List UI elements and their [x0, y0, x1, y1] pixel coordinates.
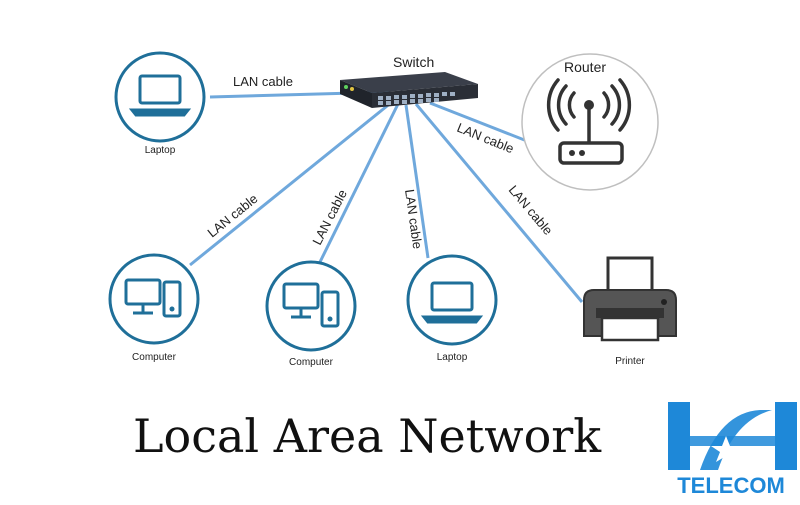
- node-label: Printer: [615, 356, 645, 367]
- node-circle: [108, 253, 200, 345]
- cable-label: LAN cable: [506, 182, 556, 238]
- cables: [189, 90, 584, 303]
- node-label: Laptop: [145, 145, 176, 156]
- cable-label: LAN cable: [233, 74, 293, 89]
- node-label: Computer: [289, 357, 334, 368]
- node-circle: [265, 260, 357, 352]
- node-label: Laptop: [437, 352, 468, 363]
- node-label: Computer: [132, 352, 177, 363]
- cable-computer-left: [189, 100, 393, 267]
- printer-node: Printer: [583, 256, 677, 367]
- router-node: Router: [521, 53, 659, 191]
- cable-computer-mid: [318, 103, 400, 263]
- switch-label: Switch: [393, 54, 434, 70]
- printer-icon: [583, 256, 677, 342]
- computer-left-node: Computer: [108, 253, 200, 363]
- router-icon: [546, 78, 632, 165]
- logo-mark-icon: [668, 402, 797, 470]
- computer-mid-node: Computer: [265, 260, 357, 368]
- laptop-top-node: Laptop: [114, 51, 206, 156]
- logo-text: TELECOM: [677, 473, 785, 498]
- cable-printer: [414, 103, 584, 303]
- computer-icon: [124, 278, 182, 318]
- diagram-title: Local Area Network: [133, 409, 602, 463]
- laptop-icon: [420, 281, 484, 324]
- node-circle: [114, 51, 206, 143]
- switch-node: Switch: [340, 54, 478, 108]
- computer-icon: [282, 282, 340, 328]
- cable-label: LAN cable: [309, 187, 350, 247]
- node-circle: [406, 254, 498, 346]
- laptop-icon: [128, 74, 192, 117]
- telecom-logo: TELECOM: [668, 402, 797, 498]
- cable-label: LAN cable: [402, 188, 425, 249]
- switch-icon: [340, 72, 478, 108]
- laptop-bottom-node: Laptop: [406, 254, 498, 363]
- router-label: Router: [564, 59, 606, 75]
- cable-laptop-bottom: [404, 104, 430, 259]
